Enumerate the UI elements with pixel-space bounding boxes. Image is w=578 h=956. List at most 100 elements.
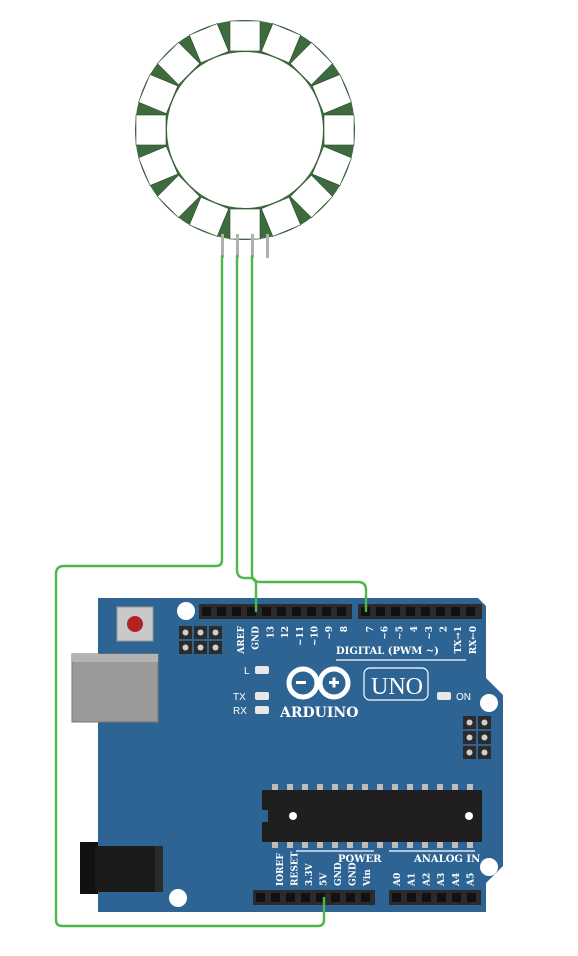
led-pixel: [311, 74, 352, 115]
header-pin[interactable]: [407, 893, 416, 902]
pin-label: ~11: [296, 626, 306, 646]
icsp-pin[interactable]: [481, 749, 488, 756]
icsp-pin[interactable]: [212, 644, 219, 651]
header-pin[interactable]: [286, 893, 295, 902]
icsp-pin[interactable]: [481, 734, 488, 741]
wires[interactable]: [54, 254, 368, 928]
header-pin[interactable]: [452, 893, 461, 902]
header-pin[interactable]: [346, 893, 355, 902]
led-pixel: [289, 41, 334, 86]
icsp-header-right[interactable]: [463, 716, 491, 759]
header-pin[interactable]: [422, 893, 431, 902]
header-pin[interactable]: [322, 607, 331, 616]
led-pixel: [229, 208, 261, 240]
power-label: POWER: [338, 854, 382, 865]
pin-label: A4: [452, 873, 462, 887]
icsp-header[interactable]: [179, 626, 222, 654]
pin-label: A5: [467, 873, 477, 887]
header-pin[interactable]: [292, 607, 301, 616]
header-pin[interactable]: [421, 607, 430, 616]
usb-port[interactable]: [71, 653, 159, 723]
pin-label: ~10: [311, 626, 321, 646]
pin-label: ~5: [395, 626, 405, 640]
pin-label: 13: [266, 626, 276, 639]
model-label: UNO: [371, 674, 423, 700]
pin-label: A2: [422, 873, 432, 887]
icsp-pin[interactable]: [481, 719, 488, 726]
led-rx: [255, 706, 269, 714]
led-on-label: ON: [456, 692, 471, 703]
icsp-pin[interactable]: [182, 644, 189, 651]
pin-label: 2: [440, 626, 450, 632]
led-l: [255, 666, 269, 674]
icsp-pin[interactable]: [466, 719, 473, 726]
header-pin[interactable]: [337, 607, 346, 616]
header-pin[interactable]: [202, 607, 211, 616]
mounting-hole: [177, 602, 195, 620]
header-pin[interactable]: [256, 893, 265, 902]
header-pin[interactable]: [361, 893, 370, 902]
header-pin[interactable]: [271, 893, 280, 902]
header-power[interactable]: [253, 890, 375, 905]
pin-label: ~6: [381, 626, 391, 640]
icsp-pin[interactable]: [466, 734, 473, 741]
pin-label: A3: [437, 873, 447, 887]
pin-label: RESET: [291, 851, 301, 886]
mounting-hole: [480, 858, 498, 876]
header-pin[interactable]: [247, 607, 256, 616]
header-pin[interactable]: [262, 607, 271, 616]
header-pin[interactable]: [277, 607, 286, 616]
wire-ring-5v[interactable]: [54, 254, 326, 928]
pin-label: RX←0: [469, 626, 479, 654]
led-pixel: [135, 114, 167, 146]
header-pin[interactable]: [451, 607, 460, 616]
header-pin[interactable]: [301, 893, 310, 902]
header-pin[interactable]: [467, 893, 476, 902]
header-pin[interactable]: [406, 607, 415, 616]
header-pin[interactable]: [436, 607, 445, 616]
wire-ring-data[interactable]: [250, 254, 368, 613]
header-pin[interactable]: [392, 893, 401, 902]
header-pin[interactable]: [307, 607, 316, 616]
led-pixel: [189, 196, 230, 237]
header-pin[interactable]: [466, 607, 475, 616]
header-pin[interactable]: [316, 893, 325, 902]
neopixel-ring[interactable]: [135, 20, 355, 258]
header-pin[interactable]: [232, 607, 241, 616]
icsp-pin[interactable]: [466, 749, 473, 756]
pin-label: GND: [252, 626, 262, 650]
reset-button[interactable]: [116, 606, 154, 642]
icsp-pin[interactable]: [197, 644, 204, 651]
led-pixel: [229, 20, 261, 52]
header-pin[interactable]: [376, 607, 385, 616]
uno-badge: [363, 667, 429, 701]
header-pin[interactable]: [391, 607, 400, 616]
led-pixel: [260, 196, 301, 237]
icsp-pin[interactable]: [197, 629, 204, 636]
pin-label: 4: [410, 626, 420, 632]
icsp-pin[interactable]: [212, 629, 219, 636]
header-pin[interactable]: [331, 893, 340, 902]
pin-label: IOREF: [276, 853, 286, 886]
led-pixel: [311, 145, 352, 186]
header-pin[interactable]: [217, 607, 226, 616]
ring-pin-1[interactable]: [221, 234, 224, 258]
pin-label: 7: [366, 626, 376, 632]
ring-pin-4[interactable]: [266, 234, 269, 258]
header-pin[interactable]: [437, 893, 446, 902]
pin-label: GND: [349, 862, 359, 886]
pin-label: 5V: [320, 872, 330, 886]
mounting-hole: [169, 889, 187, 907]
power-jack[interactable]: [80, 842, 163, 894]
arduino-logo-text: ARDUINO: [279, 705, 358, 721]
ring-pin-3[interactable]: [251, 234, 254, 258]
ring-pin-2[interactable]: [236, 234, 239, 258]
arduino-logo-icon: [286, 666, 351, 700]
pin-label: 3.3V: [305, 862, 315, 886]
mounting-hole: [480, 694, 498, 712]
pin-label: 12: [281, 626, 291, 639]
icsp-pin[interactable]: [182, 629, 189, 636]
